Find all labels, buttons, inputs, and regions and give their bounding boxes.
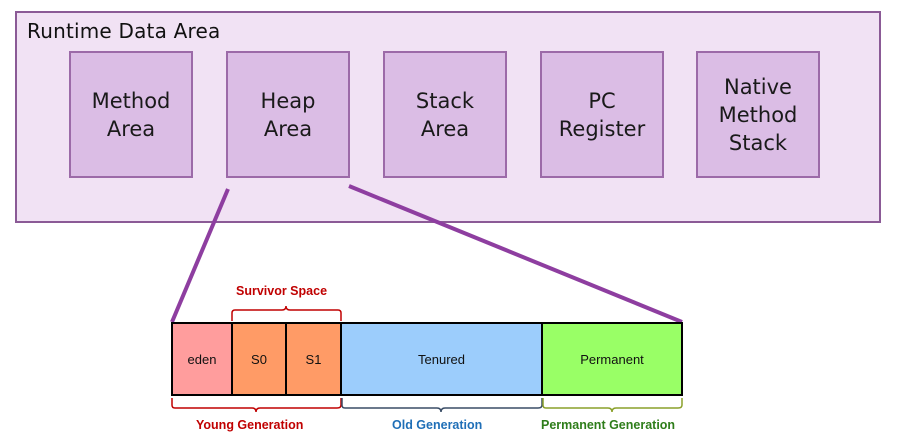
heap-connector-left bbox=[170, 188, 230, 323]
permanent-segment: Permanent bbox=[541, 322, 683, 396]
s0-label: S0 bbox=[251, 351, 267, 367]
old-generation-brace bbox=[341, 398, 543, 413]
old-generation-label: Old Generation bbox=[392, 418, 483, 432]
s1-segment: S1 bbox=[285, 322, 342, 396]
tenured-segment: Tenured bbox=[340, 322, 543, 396]
s1-label: S1 bbox=[305, 351, 322, 367]
s0-segment: S0 bbox=[231, 322, 287, 396]
eden-label: eden bbox=[187, 351, 217, 367]
heap-connector-right bbox=[348, 184, 683, 324]
stack-area-label: Stack Area bbox=[415, 88, 475, 141]
pc-register-label: PC Register bbox=[558, 88, 646, 141]
native-method-stack-box: Native Method Stack bbox=[696, 51, 820, 178]
heap-area-box: Heap Area bbox=[226, 51, 350, 178]
method-area-label: Method Area bbox=[91, 88, 171, 141]
eden-segment: eden bbox=[171, 322, 233, 396]
method-area-box: Method Area bbox=[69, 51, 193, 178]
pc-register-box: PC Register bbox=[540, 51, 664, 178]
young-generation-brace bbox=[171, 398, 342, 413]
survivor-space-brace bbox=[231, 305, 342, 321]
young-generation-label: Young Generation bbox=[196, 418, 304, 432]
survivor-space-label: Survivor Space bbox=[236, 284, 328, 298]
permanent-generation-label: Permanent Generation bbox=[541, 418, 676, 432]
permanent-label: Permanent bbox=[580, 351, 644, 367]
tenured-label: Tenured bbox=[418, 351, 465, 367]
heap-area-label: Heap Area bbox=[260, 88, 316, 141]
native-method-stack-label: Native Method Stack bbox=[718, 74, 798, 155]
runtime-data-area-title: Runtime Data Area bbox=[27, 19, 221, 43]
permanent-generation-brace bbox=[542, 398, 683, 413]
stack-area-box: Stack Area bbox=[383, 51, 507, 178]
